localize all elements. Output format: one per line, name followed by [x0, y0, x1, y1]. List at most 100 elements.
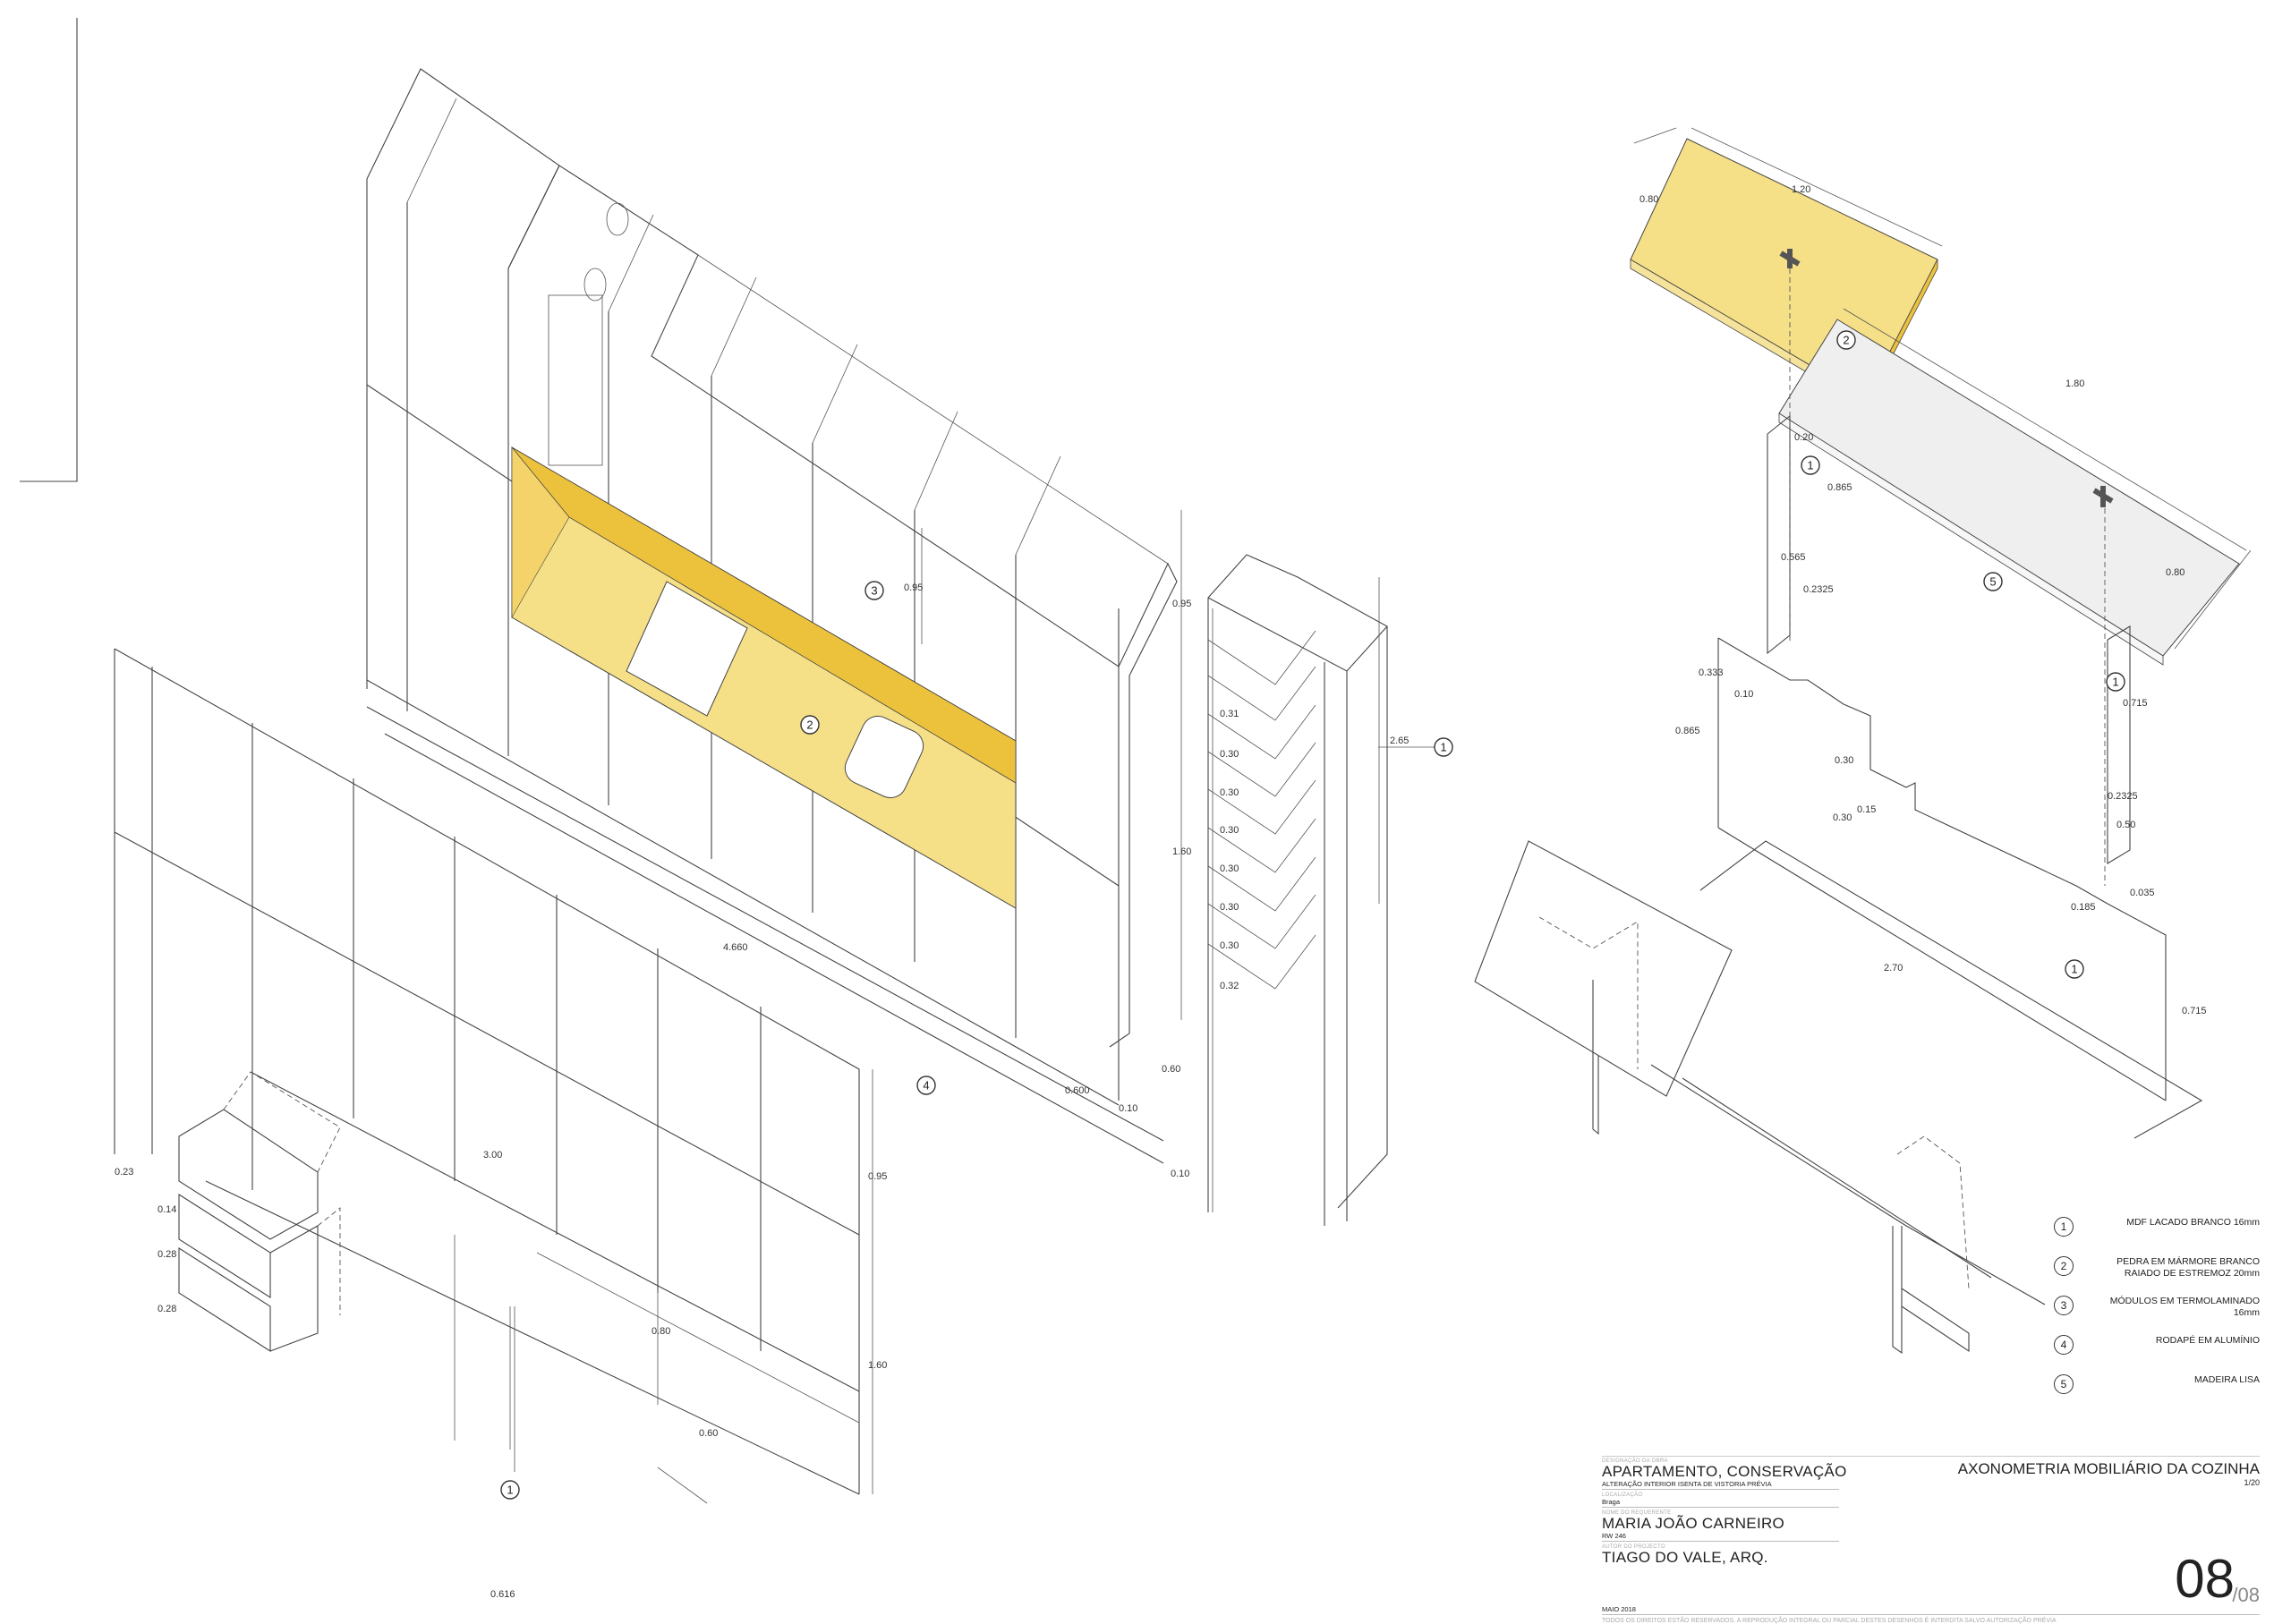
- svg-text:0.28: 0.28: [158, 1249, 176, 1260]
- svg-text:0.23: 0.23: [115, 1167, 133, 1178]
- legend-item: 5 MADEIRA LISA: [2054, 1373, 2260, 1412]
- legend-number: 1: [2054, 1217, 2074, 1237]
- work-label: DESIGNAÇÃO DA OBRA: [1602, 1458, 1668, 1464]
- divider: [1602, 1541, 1839, 1542]
- svg-text:0.50: 0.50: [2116, 820, 2135, 830]
- work-subtitle: ALTERAÇÃO INTERIOR ISENTA DE VISTORIA PR…: [1602, 1480, 1772, 1488]
- svg-text:1: 1: [2112, 676, 2118, 689]
- svg-text:0.30: 0.30: [1220, 863, 1239, 874]
- svg-text:1: 1: [1440, 741, 1446, 754]
- svg-text:0.035: 0.035: [2130, 888, 2155, 898]
- svg-text:0.80: 0.80: [652, 1326, 670, 1337]
- svg-text:1.60: 1.60: [1172, 846, 1191, 857]
- svg-text:0.30: 0.30: [1220, 902, 1239, 913]
- svg-text:3: 3: [871, 584, 877, 598]
- sheet-total: /08: [2232, 1584, 2260, 1606]
- svg-text:2.70: 2.70: [1884, 963, 1903, 974]
- svg-text:0.30: 0.30: [1835, 755, 1853, 766]
- tag-shelf-unit: 1: [1434, 737, 1453, 757]
- tag-modules: 3: [864, 581, 884, 600]
- legend-number: 3: [2054, 1296, 2074, 1315]
- svg-text:5: 5: [1989, 575, 1996, 589]
- title-block: DESIGNAÇÃO DA OBRA APARTAMENTO, CONSERVA…: [1602, 1456, 2260, 1624]
- client-ref: RW 246: [1602, 1532, 1626, 1540]
- front-panel-dimensions: 0.23 0.14 0.28 0.28 3.00 0.95 1.60 0.80 …: [115, 1150, 887, 1600]
- date: MAIO 2018: [1602, 1605, 1636, 1613]
- table-legs-and-base: [1474, 268, 2203, 1355]
- shelf-unit: [1207, 554, 1436, 1226]
- svg-text:0.95: 0.95: [868, 1171, 887, 1182]
- divider: [1602, 1507, 1839, 1508]
- legend-item: 3 MÓDULOS EM TERMOLAMINADO 16mm: [2054, 1294, 2260, 1333]
- sheet-title: AXONOMETRIA MOBILIÁRIO DA COZINHA: [1957, 1460, 2260, 1477]
- author-label: AUTOR DO PROJECTO: [1602, 1544, 1665, 1550]
- svg-text:3.00: 3.00: [483, 1150, 502, 1161]
- tag-leg-a: 1: [1801, 455, 1820, 475]
- svg-text:0.616: 0.616: [490, 1589, 515, 1600]
- front-panel: [114, 648, 873, 1504]
- svg-text:0.14: 0.14: [158, 1204, 176, 1215]
- copyright-note: TODOS OS DIREITOS ESTÃO RESERVADOS. A RE…: [1602, 1618, 2057, 1624]
- tag-countertop: 2: [800, 715, 820, 735]
- table-dimensions: 1.20 0.80 1.80 0.80 0.20 0.865 0.565 0.2…: [1639, 184, 2207, 1016]
- svg-text:1.80: 1.80: [2065, 378, 2084, 389]
- svg-text:0.32: 0.32: [1220, 981, 1239, 991]
- svg-text:0.333: 0.333: [1699, 667, 1724, 678]
- tag-base: 1: [2065, 959, 2084, 979]
- svg-text:0.715: 0.715: [2182, 1006, 2207, 1016]
- svg-text:0.95: 0.95: [904, 582, 923, 593]
- client-label: NOME DO REQUERENTE: [1602, 1510, 1672, 1516]
- sheet-scale: 1/20: [2244, 1478, 2260, 1487]
- shelf-unit-dimensions: 0.31 0.30 0.30 0.30 0.30 0.30 0.30 0.32 …: [1220, 709, 1409, 991]
- svg-text:0.10: 0.10: [1119, 1103, 1137, 1114]
- svg-text:0.30: 0.30: [1220, 749, 1239, 760]
- svg-text:0.2325: 0.2325: [1803, 584, 1834, 595]
- svg-text:0.95: 0.95: [1172, 599, 1191, 609]
- author-name: TIAGO DO VALE, ARQ.: [1602, 1549, 1768, 1566]
- svg-text:0.865: 0.865: [1827, 482, 1852, 493]
- svg-text:0.30: 0.30: [1833, 812, 1852, 823]
- tag-front-panel: 1: [500, 1480, 520, 1500]
- table-wood-top: [1778, 308, 2252, 666]
- svg-text:0.20: 0.20: [1794, 432, 1813, 443]
- legend-text: MADEIRA LISA: [2194, 1374, 2260, 1385]
- svg-text:0.30: 0.30: [1220, 787, 1239, 798]
- client-name: MARIA JOÃO CARNEIRO: [1602, 1515, 1785, 1532]
- location-label: LOCALIZAÇÃO: [1602, 1492, 1643, 1498]
- svg-text:2.65: 2.65: [1390, 735, 1409, 746]
- legend-text: PEDRA EM MÁRMORE BRANCO RAIADO DE ESTREM…: [2116, 1256, 2260, 1279]
- main-unit-dimensions: 0.95 0.95 1.60 4.660 0.600 0.60 0.10 0.1…: [723, 582, 1191, 1179]
- divider: [1602, 1489, 1839, 1490]
- legend-item: 1 MDF LACADO BRANCO 16mm: [2054, 1215, 2260, 1254]
- svg-text:0.2325: 0.2325: [2108, 791, 2138, 802]
- svg-text:1.60: 1.60: [868, 1360, 887, 1371]
- main-kitchen-unit: [366, 68, 1182, 1164]
- svg-text:0.10: 0.10: [1734, 689, 1753, 700]
- legend-number: 2: [2054, 1256, 2074, 1276]
- svg-text:0.10: 0.10: [1171, 1169, 1189, 1179]
- legend-text: RODAPÉ EM ALUMÍNIO: [2155, 1335, 2260, 1346]
- crop-mark: [20, 18, 78, 482]
- svg-text:0.30: 0.30: [1220, 825, 1239, 836]
- svg-text:0.15: 0.15: [1857, 804, 1876, 815]
- divider: [1602, 1456, 2260, 1457]
- svg-text:0.715: 0.715: [2123, 698, 2148, 709]
- legend-number: 5: [2054, 1374, 2074, 1394]
- tag-leg-b: 1: [2106, 672, 2125, 692]
- svg-text:2: 2: [1843, 334, 1849, 347]
- material-legend: 1 MDF LACADO BRANCO 16mm 2 PEDRA EM MÁRM…: [2054, 1215, 2260, 1412]
- svg-text:0.80: 0.80: [2166, 567, 2185, 578]
- svg-text:0.60: 0.60: [699, 1428, 718, 1439]
- tag-plinth: 4: [916, 1076, 936, 1095]
- svg-text:4: 4: [923, 1079, 929, 1093]
- svg-text:0.28: 0.28: [158, 1304, 176, 1314]
- svg-text:0.60: 0.60: [1162, 1064, 1180, 1075]
- tag-wood-top: 5: [1983, 572, 2003, 591]
- location: Braga: [1602, 1498, 1621, 1506]
- svg-text:0.80: 0.80: [1639, 194, 1658, 205]
- svg-text:1: 1: [2071, 963, 2077, 976]
- tag-stone-top: 2: [1836, 330, 1856, 350]
- svg-text:0.185: 0.185: [2071, 902, 2096, 913]
- svg-text:0.565: 0.565: [1781, 552, 1806, 563]
